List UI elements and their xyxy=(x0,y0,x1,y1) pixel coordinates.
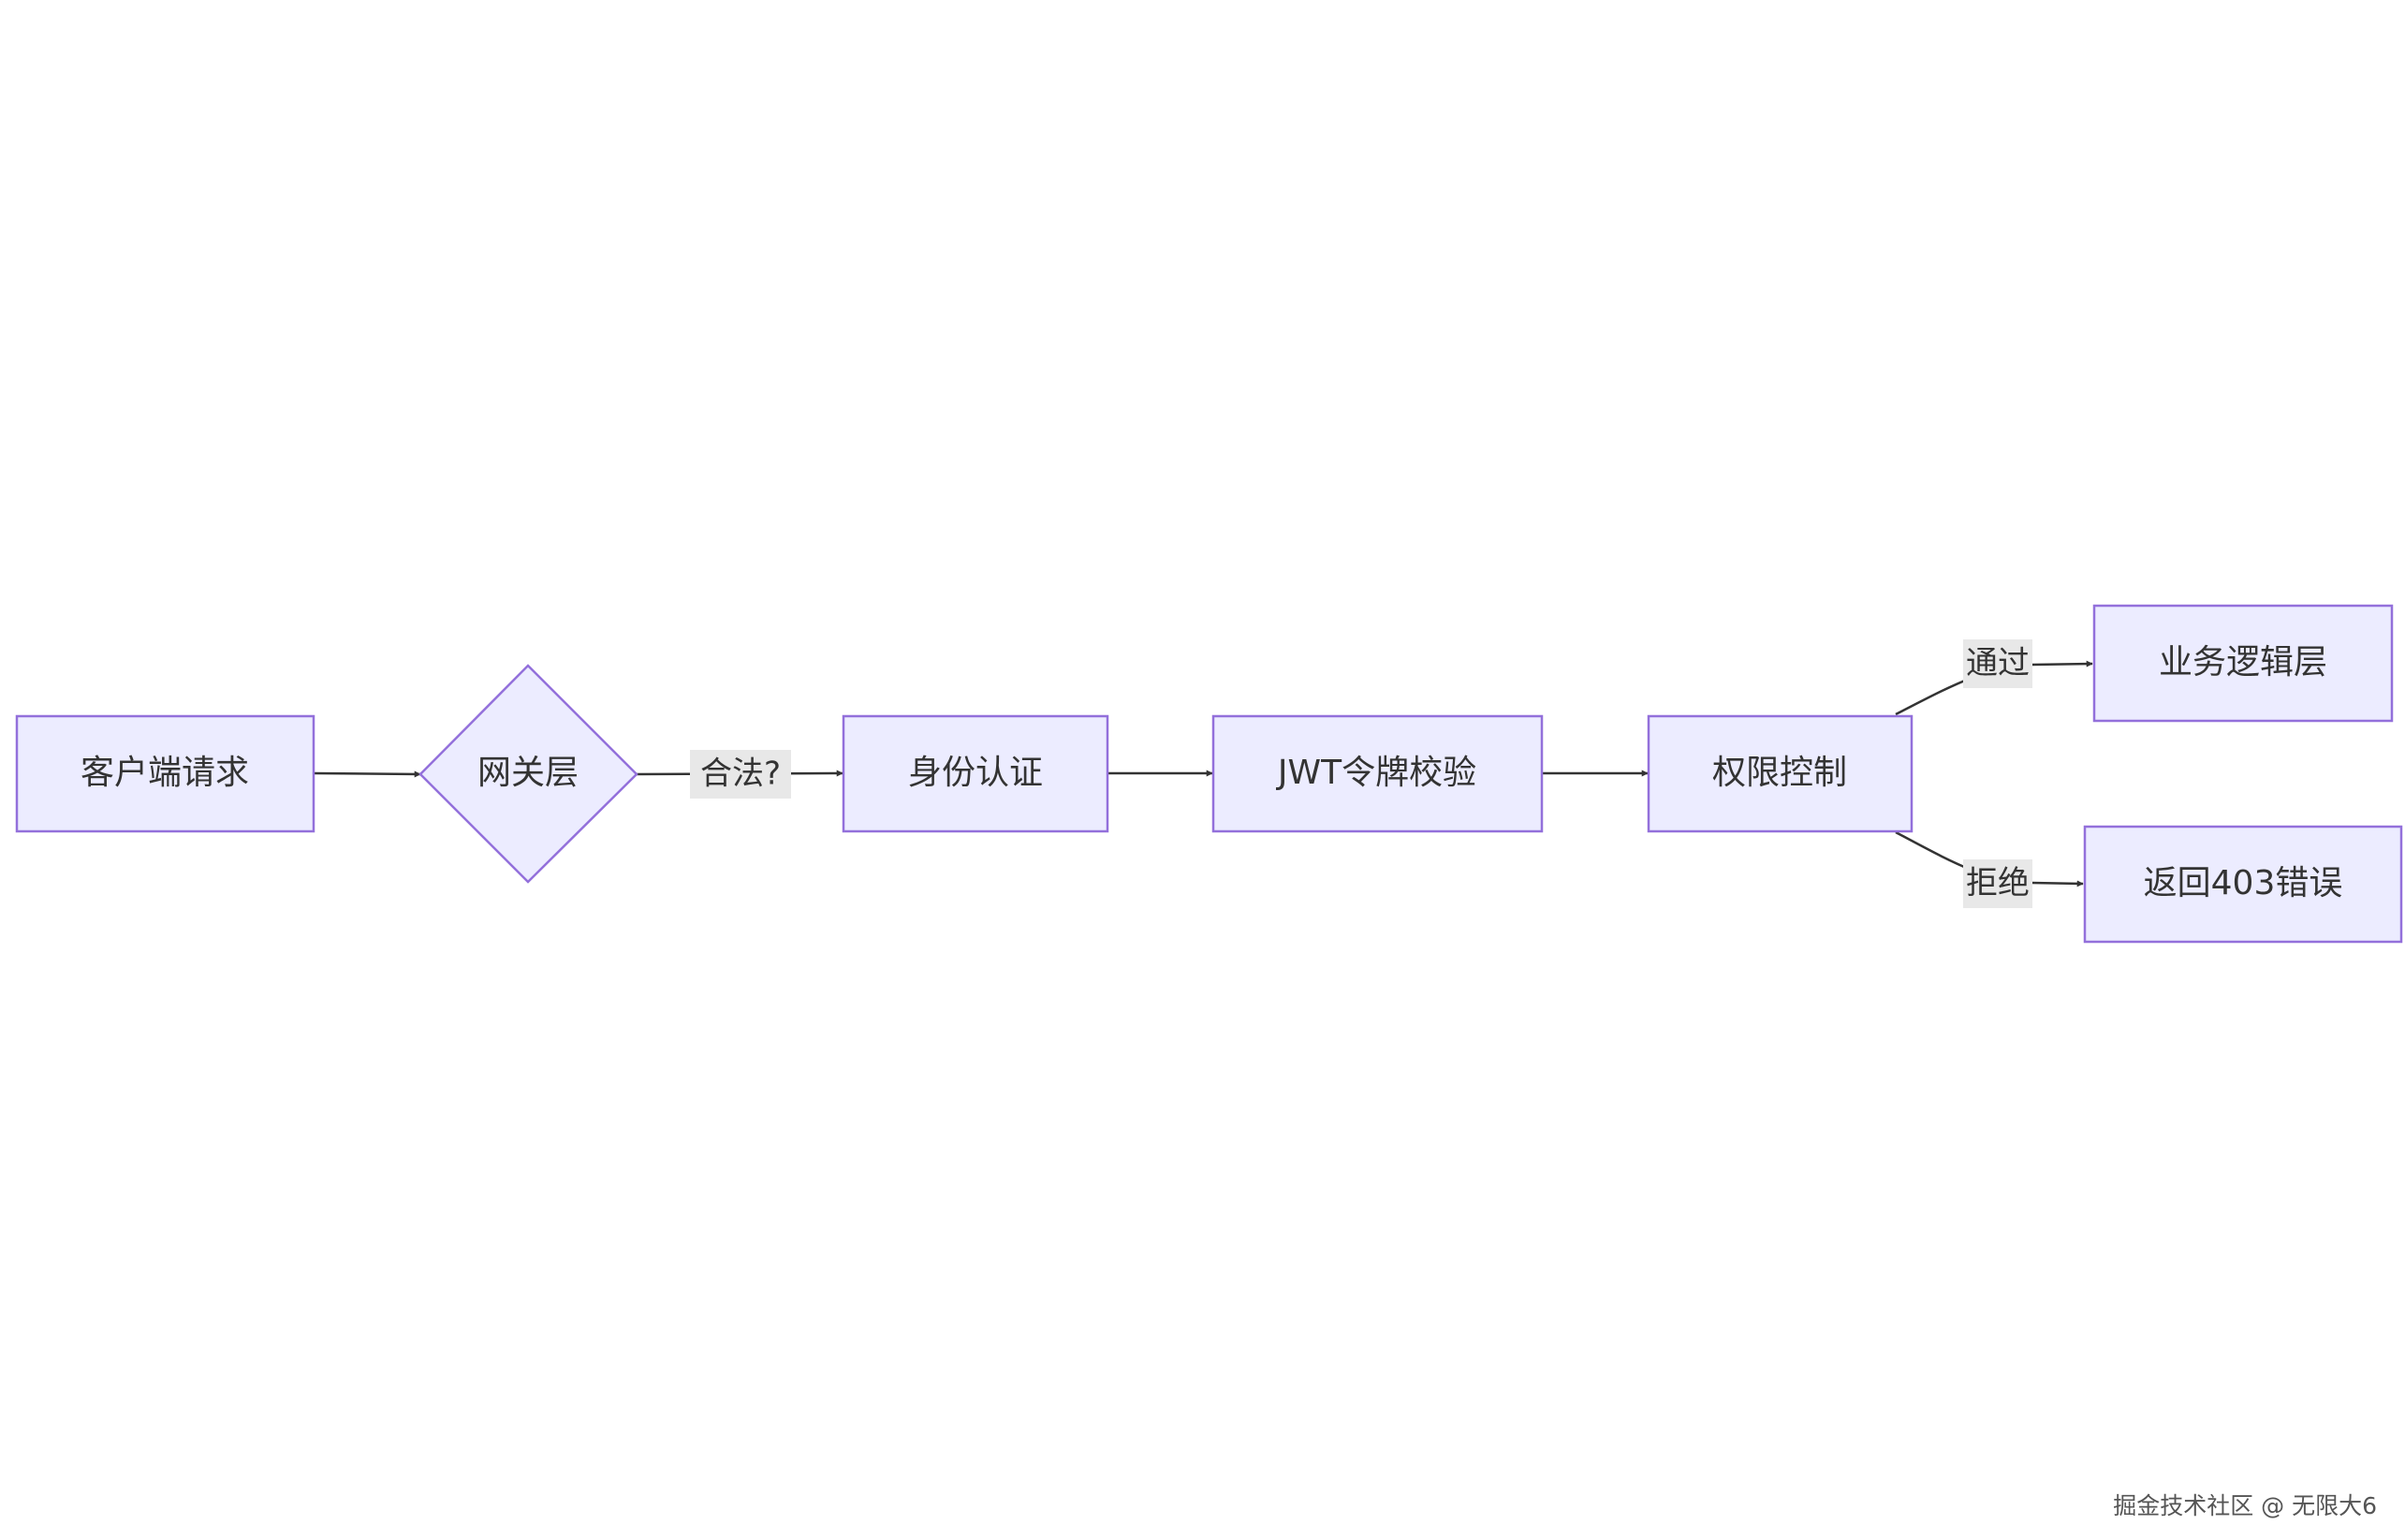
node-gateway-decision: 网关层 xyxy=(418,664,638,884)
edge-label-pass: 通过 xyxy=(1963,639,2032,688)
node-client-request-label: 客户端请求 xyxy=(81,754,249,792)
node-permission-control: 权限控制 xyxy=(1647,714,1914,833)
node-identity-auth: 身份认证 xyxy=(842,714,1109,833)
node-permission-control-label: 权限控制 xyxy=(1712,754,1847,792)
node-jwt-check-label: JWT令牌校验 xyxy=(1276,754,1476,792)
node-return-403-label: 返回403错误 xyxy=(2144,864,2343,902)
edge-label-legal: 合法? xyxy=(690,750,791,799)
edge-client-to-gateway xyxy=(313,770,421,778)
edge-label-legal-text: 合法? xyxy=(700,755,781,793)
node-jwt-check: JWT令牌校验 xyxy=(1211,714,1544,833)
node-return-403: 返回403错误 xyxy=(2083,825,2403,944)
node-business-logic-label: 业务逻辑层 xyxy=(2159,643,2327,682)
edge-label-pass-text: 通过 xyxy=(1966,645,2030,682)
node-identity-auth-label: 身份认证 xyxy=(908,754,1043,792)
node-client-request: 客户端请求 xyxy=(15,714,315,833)
edge-label-reject-text: 拒绝 xyxy=(1966,865,2030,902)
edge-label-reject: 拒绝 xyxy=(1963,859,2032,908)
node-business-logic: 业务逻辑层 xyxy=(2092,604,2394,723)
node-gateway-label: 网关层 xyxy=(477,754,579,792)
watermark: 掘金技术社区 @ 无限大6 xyxy=(2113,1492,2377,1519)
